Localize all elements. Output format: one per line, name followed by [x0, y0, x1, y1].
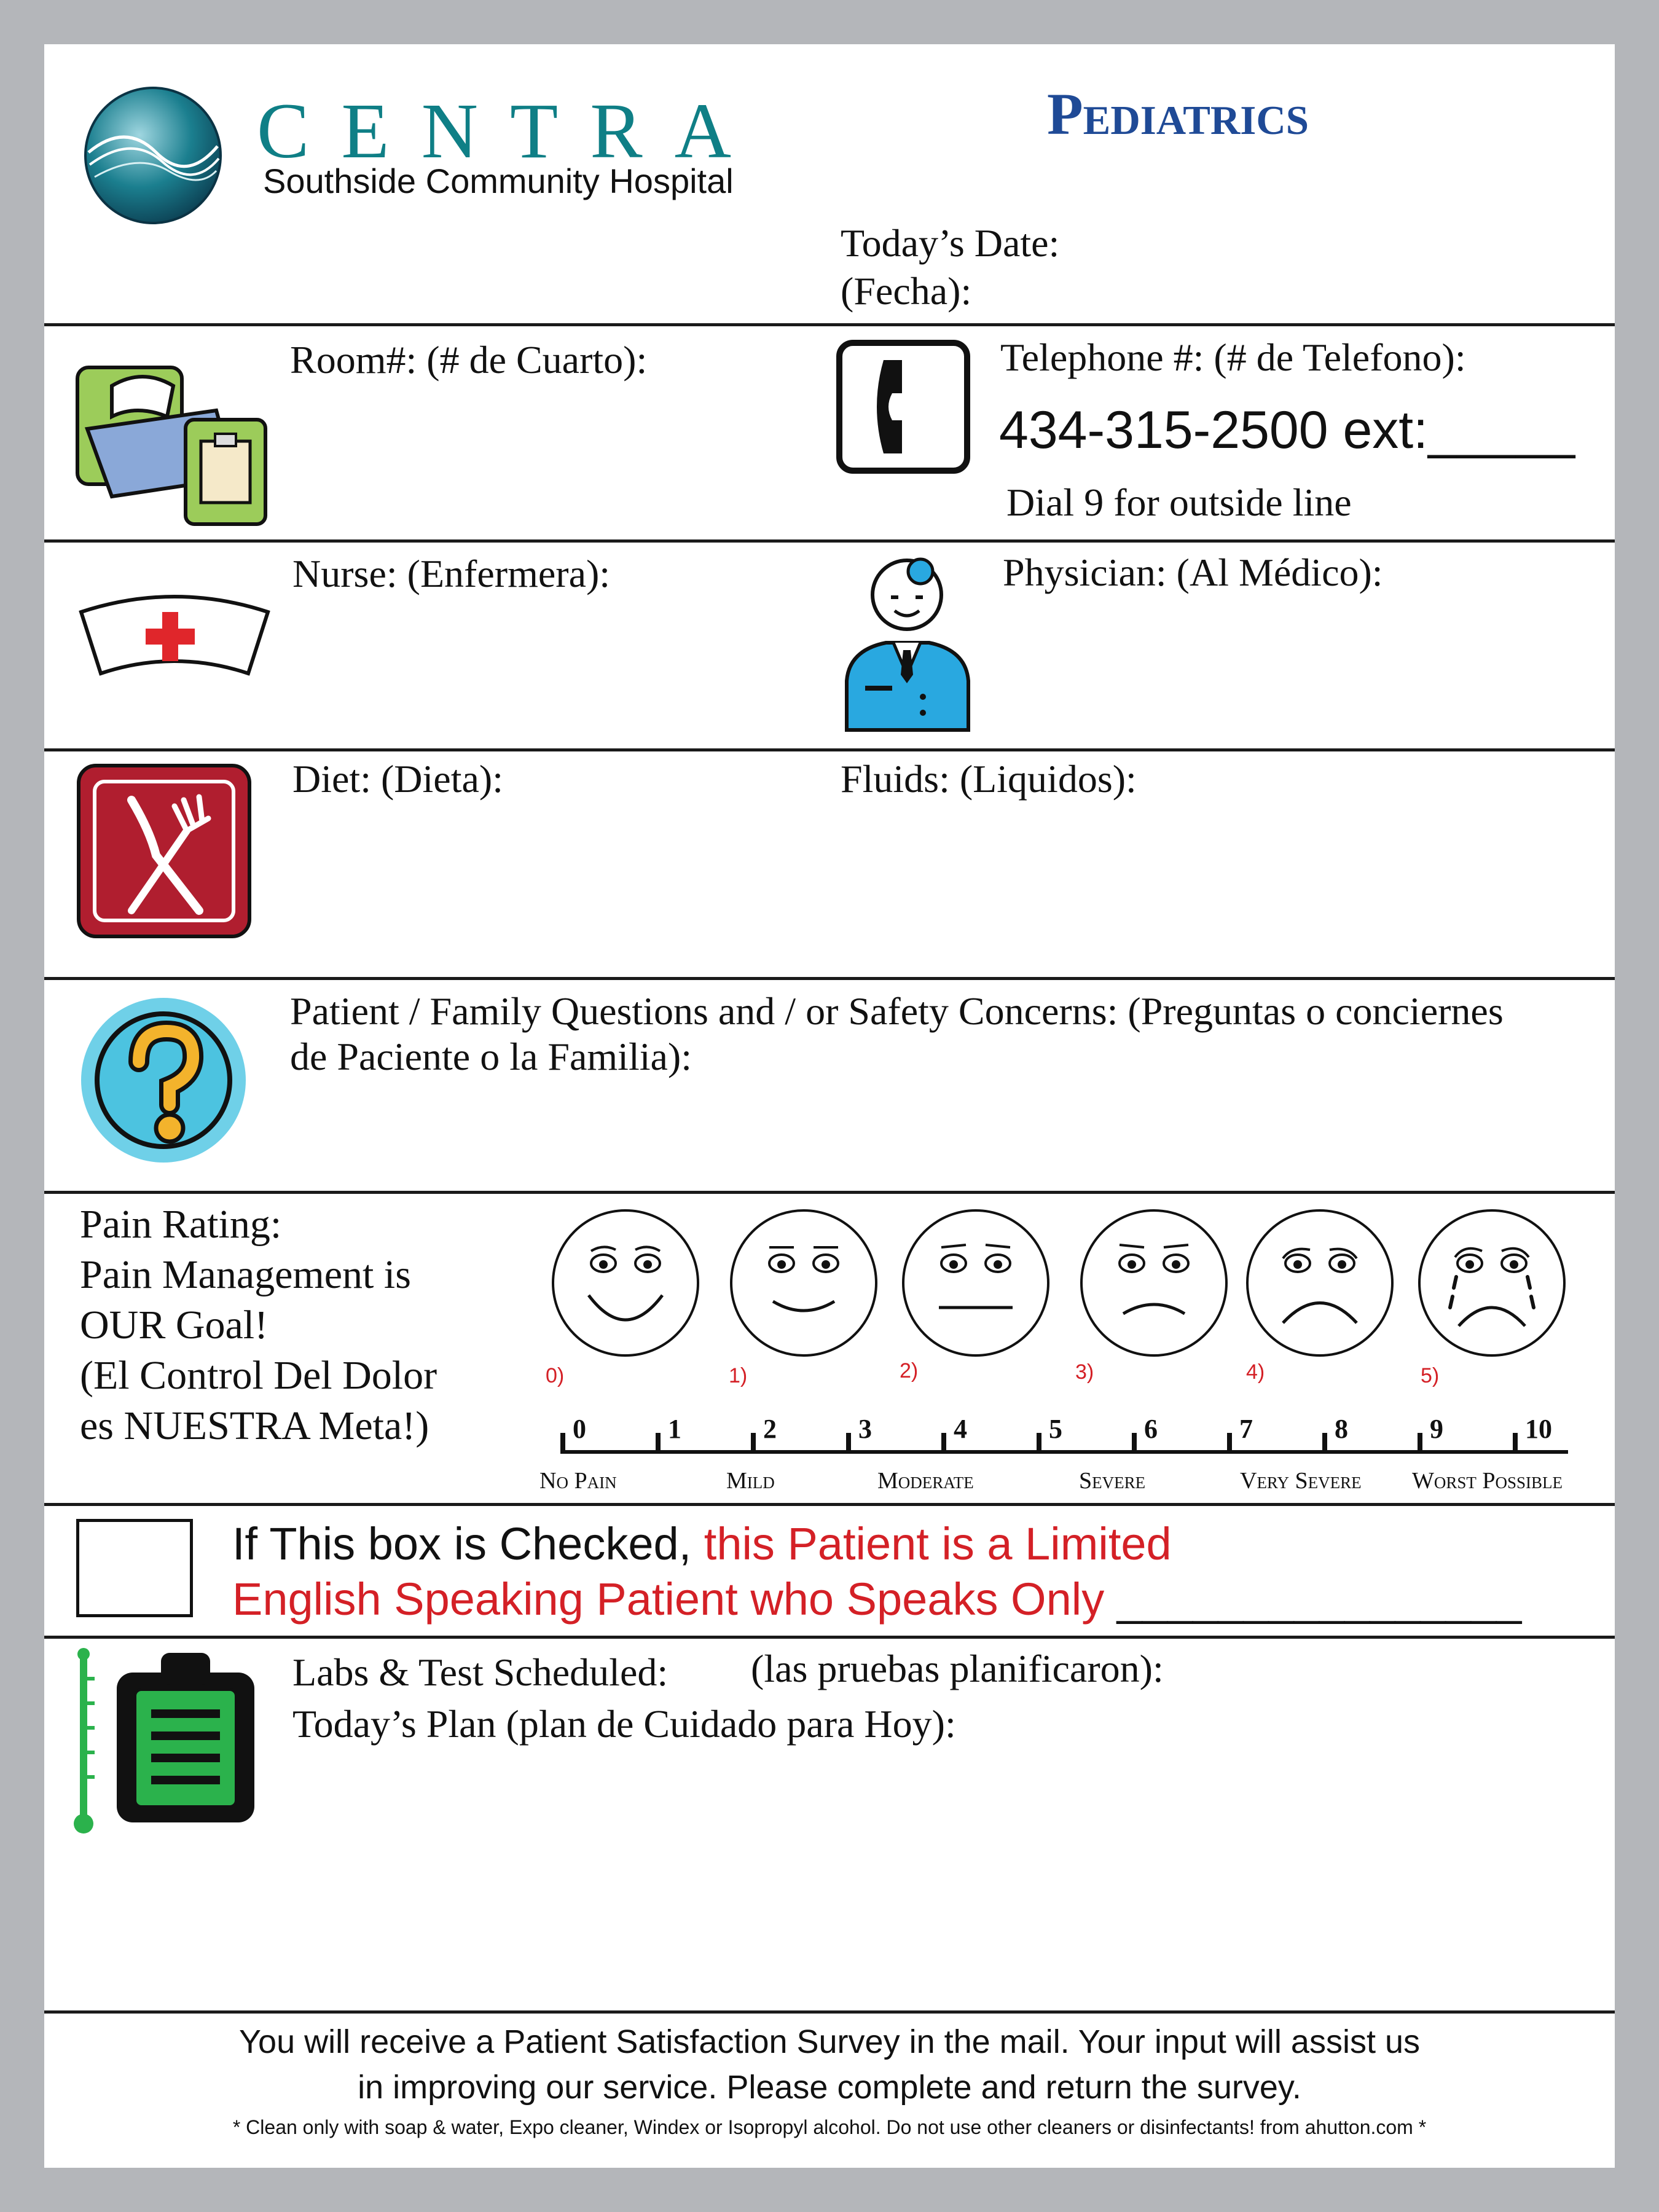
outside-line-note: Dial 9 for outside line — [1006, 480, 1352, 524]
questions-line2: de Paciente o la Familia): — [290, 1035, 692, 1078]
tick-label: 3 — [858, 1414, 872, 1444]
checkbox-caption: If This box is Checked, — [232, 1518, 692, 1569]
tick-label: 0 — [573, 1414, 586, 1444]
telephone-label: Telephone #: (# de Telefono): — [1000, 335, 1466, 379]
pain-text: Pain Rating: Pain Management is OUR Goal… — [80, 1199, 437, 1451]
centra-logo-icon — [84, 87, 222, 224]
fluids-label: Fluids: (Liquidos): — [841, 757, 1137, 801]
divider — [44, 2010, 1615, 2014]
limited-english-checkbox[interactable] — [76, 1519, 193, 1617]
clipboard-icon — [117, 1653, 254, 1822]
face-4-icon — [1246, 1209, 1394, 1357]
hospital-bed-icon — [76, 366, 267, 526]
plan-label: Today’s Plan (plan de Cuidado para Hoy): — [292, 1702, 956, 1746]
divider — [44, 323, 1615, 326]
tick-label: 9 — [1430, 1414, 1443, 1444]
hospital-name: Southside Community Hospital — [263, 162, 734, 200]
survey-line: in improving our service. Please complet… — [358, 2069, 1301, 2106]
scale-label: Severe — [1079, 1468, 1146, 1494]
survey-line: You will receive a Patient Satisfaction … — [239, 2023, 1420, 2060]
limited-english-line2: English Speaking Patient who Speaks Only… — [232, 1572, 1521, 1627]
face-label: 1) — [729, 1364, 748, 1387]
tick-label: 4 — [954, 1414, 967, 1444]
face-label: 0) — [546, 1364, 565, 1387]
face-1-icon — [730, 1209, 877, 1357]
tick-label: 10 — [1525, 1414, 1552, 1444]
scale-label: Worst Possible — [1412, 1468, 1563, 1494]
tick-label: 7 — [1239, 1414, 1253, 1444]
divider — [44, 1191, 1615, 1194]
pain-faces — [552, 1209, 1566, 1357]
tick-label: 6 — [1144, 1414, 1158, 1444]
nurse-label: Nurse: (Enfermera): — [292, 552, 611, 595]
telephone-number-text: 434-315-2500 ext: — [999, 401, 1429, 460]
date-label: Today’s Date: — [841, 221, 1060, 265]
labs-label-es: (las pruebas planificaron): — [751, 1647, 1164, 1690]
face-label: 2) — [900, 1359, 919, 1382]
tick-label: 8 — [1335, 1414, 1348, 1444]
pain-line: Pain Rating: — [80, 1202, 282, 1247]
department-title: Pediatrics — [1047, 81, 1309, 147]
question-icon — [81, 998, 246, 1163]
language-blank: ________________ — [1116, 1574, 1522, 1625]
labs-label: Labs & Test Scheduled: — [292, 1650, 669, 1694]
tick-label: 5 — [1049, 1414, 1062, 1444]
face-0-icon — [552, 1209, 699, 1357]
pain-scale-bar — [560, 1433, 1568, 1454]
scale-label: Very Severe — [1240, 1468, 1362, 1494]
face-5-icon — [1418, 1209, 1566, 1357]
divider — [44, 1636, 1615, 1639]
pain-line: OUR Goal! — [80, 1303, 269, 1347]
pain-line: (El Control Del Dolor — [80, 1353, 437, 1398]
telephone-icon — [836, 340, 970, 474]
scale-label: Mild — [726, 1468, 775, 1494]
pain-line: Pain Management is — [80, 1252, 411, 1297]
limited-english-text: English Speaking Patient who Speaks Only — [232, 1574, 1105, 1625]
pain-line: es NUESTRA Meta!) — [80, 1403, 429, 1448]
face-label: 4) — [1246, 1360, 1265, 1384]
limited-english-line1: If This box is Checked, this Patient is … — [232, 1516, 1172, 1572]
divider — [44, 977, 1615, 980]
scale-label: No Pain — [539, 1468, 617, 1494]
limited-english-text: this Patient is a Limited — [704, 1518, 1172, 1569]
face-3-icon — [1080, 1209, 1228, 1357]
date-label-es: (Fecha): — [841, 269, 972, 313]
tick-label: 1 — [668, 1414, 681, 1444]
whiteboard: CENTRA Southside Community Hospital Pedi… — [44, 44, 1615, 2168]
divider — [44, 748, 1615, 751]
nurse-cap-icon — [79, 595, 270, 676]
thermometer-icon — [74, 1648, 95, 1834]
divider — [44, 1503, 1615, 1506]
tick-label: 2 — [763, 1414, 777, 1444]
questions-line1: Patient / Family Questions and / or Safe… — [290, 989, 1504, 1033]
face-label: 3) — [1075, 1360, 1094, 1384]
cleaning-note: * Clean only with soap & water, Expo cle… — [232, 2116, 1427, 2138]
physician-label: Physician: (Al Médico): — [1003, 551, 1383, 594]
brand-name: CENTRA — [257, 87, 763, 175]
telephone-number: 434-315-2500 ext:_____ — [999, 399, 1575, 461]
face-label: 5) — [1421, 1364, 1440, 1387]
room-label: Room#: (# de Cuarto): — [290, 338, 648, 382]
physician-icon — [845, 557, 970, 732]
extension-blank: _____ — [1428, 401, 1575, 460]
diet-label: Diet: (Dieta): — [292, 757, 503, 801]
scale-label: Moderate — [877, 1468, 974, 1494]
face-2-icon — [902, 1209, 1049, 1357]
divider — [44, 539, 1615, 543]
utensils-icon — [77, 764, 251, 938]
survey-notice: You will receive a Patient Satisfaction … — [44, 2019, 1615, 2110]
